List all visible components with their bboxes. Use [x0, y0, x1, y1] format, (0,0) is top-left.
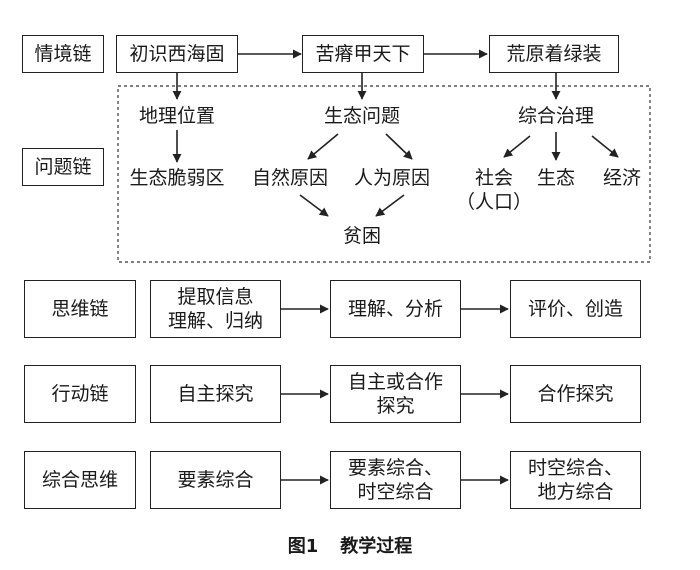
cause-human: 人为原因: [353, 167, 430, 189]
integrated-step-2: 要素综合、 时空综合: [330, 451, 461, 509]
governance-econ: 经济: [602, 167, 641, 189]
arrow-gov-econ: [591, 135, 619, 158]
thinking-step-1: 提取信息 理解、归纳: [150, 280, 281, 338]
problem-chain-label: 问题链: [22, 148, 104, 186]
arrow-gov-social: [503, 135, 531, 158]
eco-result-poverty: 贫困: [342, 225, 381, 247]
problem-chain-region: [117, 85, 651, 263]
arrow-eco-natural: [307, 133, 339, 160]
integrated-thinking-label: 综合思维: [24, 451, 136, 509]
thinking-chain-label: 思维链: [24, 280, 136, 338]
integrated-step-1: 要素综合: [150, 451, 281, 509]
topic-eco-problem: 生态问题: [323, 105, 400, 127]
situation-chain-label: 情境链: [22, 35, 104, 73]
arrow-eco-human: [385, 133, 413, 160]
situation-step-3: 荒原着绿装: [489, 35, 619, 73]
governance-social: 社会 （人口）: [455, 167, 532, 213]
action-chain-label: 行动链: [24, 365, 136, 423]
topic-governance: 综合治理: [517, 105, 594, 127]
thinking-step-3: 评价、创造: [510, 280, 641, 338]
situation-step-1: 初识西海固: [116, 35, 238, 73]
action-step-1: 自主探究: [150, 365, 281, 423]
figure-title: 教学过程: [340, 536, 413, 557]
action-step-3: 合作探究: [510, 365, 641, 423]
arrow-human-poverty: [375, 194, 405, 217]
arrow-natural-poverty: [299, 194, 329, 217]
situation-step-2: 苦瘠甲天下: [302, 35, 424, 73]
location-result: 生态脆弱区: [129, 167, 225, 189]
action-step-2: 自主或合作 探究: [330, 365, 461, 423]
topic-location: 地理位置: [138, 105, 215, 127]
cause-natural: 自然原因: [251, 167, 328, 189]
figure-number: 图1: [287, 536, 319, 557]
thinking-step-2: 理解、分析: [330, 280, 461, 338]
integrated-step-3: 时空综合、 地方综合: [510, 451, 641, 509]
governance-eco: 生态: [536, 167, 575, 189]
figure-caption: 图1 教学过程: [0, 532, 700, 558]
